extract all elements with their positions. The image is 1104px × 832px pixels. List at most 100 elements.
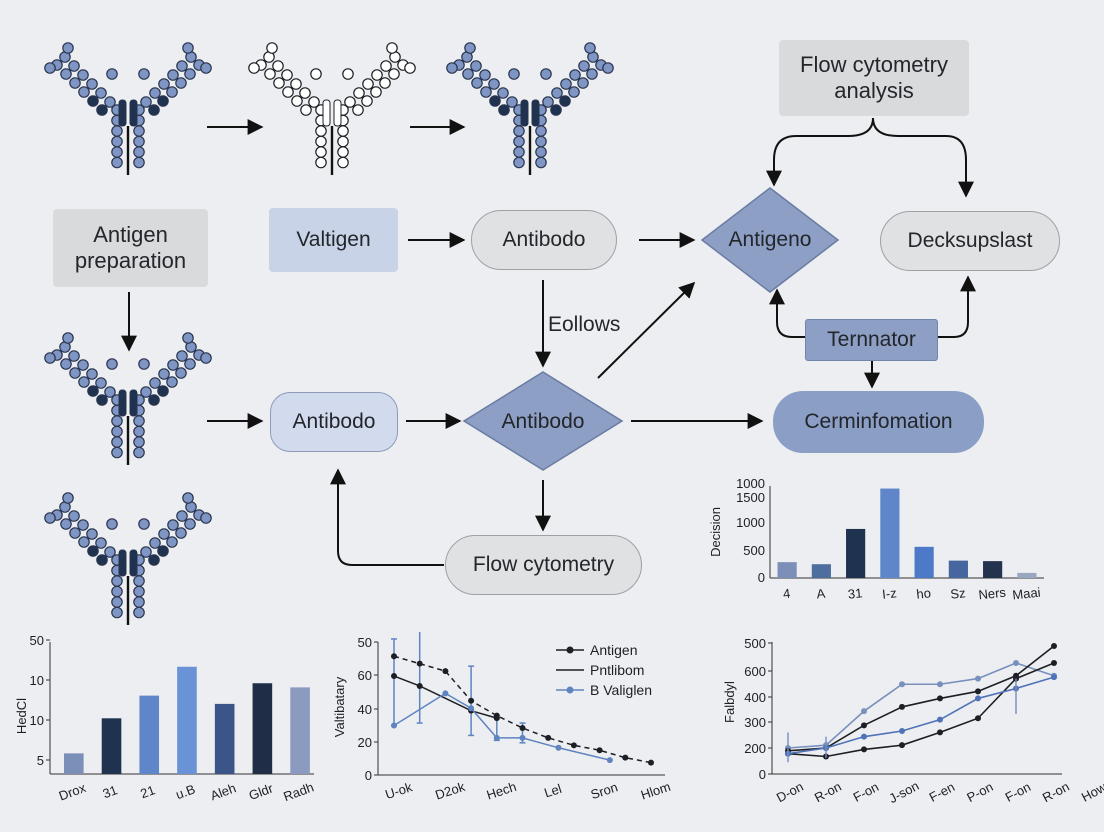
node-label: Valtigen xyxy=(296,228,371,252)
legend-label: Pntlibom xyxy=(590,662,644,678)
diamond-antibodo-shape xyxy=(462,371,624,471)
data-point xyxy=(622,754,629,761)
tick-label: 60 xyxy=(358,668,372,683)
tick-label: I-z xyxy=(881,585,897,601)
y-axis-label: Falbdyl xyxy=(722,681,737,723)
data-point xyxy=(442,690,449,697)
edge-label: Eollows xyxy=(548,313,621,337)
tick-label: 50 xyxy=(358,635,372,650)
tick-label: 50 xyxy=(30,633,44,648)
data-point xyxy=(519,724,526,731)
bar xyxy=(948,560,968,578)
data-point xyxy=(468,705,475,712)
tick-label: Maai xyxy=(1012,585,1042,603)
tick-label: 0 xyxy=(759,767,766,782)
arrow-icon xyxy=(937,275,976,338)
tick-label: D-on xyxy=(774,779,806,805)
antibody-icon xyxy=(44,492,212,625)
data-point xyxy=(861,708,867,715)
data-point xyxy=(493,712,500,719)
data-point xyxy=(1051,674,1057,681)
data-point xyxy=(519,734,526,741)
series-line xyxy=(393,675,498,719)
data-point xyxy=(555,744,562,751)
tick-label: 21 xyxy=(138,782,157,801)
diamond-antigeno-shape xyxy=(700,187,840,293)
tick-label: u.B xyxy=(174,781,197,802)
tick-label: 0 xyxy=(365,768,372,783)
node-antibodo-mid: Antibodo xyxy=(270,392,398,452)
arrow-icon xyxy=(330,468,444,566)
data-point xyxy=(899,703,905,710)
node-label: Flow cytometry analysis xyxy=(800,51,948,103)
tick-label: 500 xyxy=(744,636,766,651)
antibody-icons xyxy=(44,42,614,625)
node-ternnator: Ternnator xyxy=(805,319,938,361)
tick-label: F-on xyxy=(851,779,882,805)
data-point xyxy=(416,660,423,667)
tick-label: 500 xyxy=(743,543,765,558)
data-point xyxy=(899,742,905,749)
data-point xyxy=(937,716,943,723)
tick-label: 4 xyxy=(782,586,791,602)
antibody-icon xyxy=(44,332,212,465)
tick-label: R-on xyxy=(1040,779,1072,805)
series-line xyxy=(787,662,1055,749)
bar xyxy=(177,666,197,774)
legend-marker xyxy=(566,686,574,694)
bar xyxy=(290,687,310,774)
node-valtigen: Valtigen xyxy=(269,208,398,272)
node-cerminfomation: Cerminfomation xyxy=(773,391,984,453)
data-point xyxy=(1013,675,1019,682)
arrow-icon xyxy=(597,281,696,379)
bar xyxy=(777,562,797,578)
antibody-icon xyxy=(248,42,416,175)
series-line xyxy=(787,662,1055,758)
data-point xyxy=(545,734,552,741)
data-point xyxy=(975,675,981,682)
data-point xyxy=(416,682,423,689)
data-point xyxy=(861,746,867,753)
tick-label: 5 xyxy=(37,753,44,768)
node-decksupslast: Decksupslast xyxy=(880,211,1060,271)
node-label: Antibodo xyxy=(502,228,586,252)
tick-label: 400 xyxy=(744,690,766,705)
tick-label: Ners xyxy=(978,585,1007,603)
tick-label: 1000 xyxy=(736,515,765,530)
data-point xyxy=(1013,660,1019,666)
tick-label: 1500 xyxy=(736,490,765,505)
arrow-icon xyxy=(766,117,874,187)
node-label: Decksupslast xyxy=(907,229,1033,253)
node-flow-cytometry-analysis: Flow cytometry analysis xyxy=(779,40,969,116)
data-point xyxy=(861,722,867,729)
node-antibodo-diamond: Antibodo xyxy=(470,402,616,442)
node-antibodo-top: Antibodo xyxy=(471,210,617,270)
node-label: Ternnator xyxy=(827,328,916,352)
arrow-icon xyxy=(769,288,805,338)
y-axis-label: HedCl xyxy=(14,698,29,734)
tick-label: 20 xyxy=(358,735,372,750)
data-point xyxy=(937,729,943,736)
node-label: Cerminfomation xyxy=(804,410,953,434)
arrow-icon xyxy=(872,117,974,198)
data-point xyxy=(975,688,981,695)
bar xyxy=(914,546,934,578)
tick-label: 10 xyxy=(30,673,44,688)
tick-label: A xyxy=(816,586,827,602)
data-point xyxy=(899,728,905,734)
tick-label: D2ok xyxy=(433,779,467,803)
bar xyxy=(252,683,273,774)
data-point xyxy=(975,715,981,722)
node-label: Antigeno xyxy=(728,228,812,252)
node-label: Flow cytometry xyxy=(472,553,615,577)
data-point xyxy=(391,673,397,680)
data-point xyxy=(493,734,500,741)
tick-label: U-ok xyxy=(383,779,414,802)
data-point xyxy=(391,722,397,729)
data-point xyxy=(391,653,397,660)
tick-label: 200 xyxy=(744,741,766,756)
series-line xyxy=(787,645,1055,752)
